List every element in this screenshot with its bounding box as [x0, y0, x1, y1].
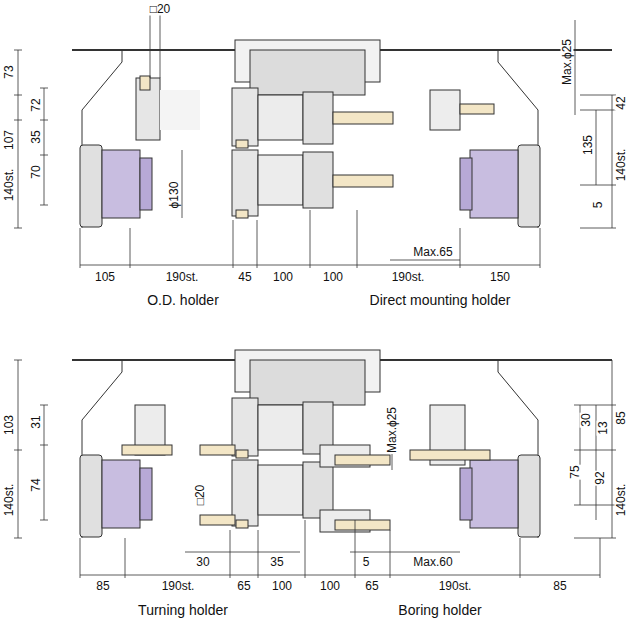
dimension-label: 190st. [438, 580, 473, 593]
dimension-label: 190st. [391, 271, 426, 284]
dimension-label: 35 [30, 129, 43, 144]
dimension-label: 135 [582, 134, 595, 156]
holder-caption: O.D. holder [146, 292, 220, 308]
dimension-label: 150 [489, 271, 511, 284]
dimension-label: 140st. [615, 483, 628, 518]
dimension-label: □20 [149, 3, 172, 16]
dimension-label: 73 [3, 64, 16, 79]
dimension-label: 13 [597, 420, 610, 435]
dimension-label: 30 [195, 556, 210, 569]
holder-caption: Direct mounting holder [369, 292, 512, 308]
dimension-label: 5 [592, 201, 605, 210]
dimension-label: 140st. [3, 168, 16, 203]
dimension-label: 65 [236, 580, 251, 593]
dimension-label: 31 [30, 414, 43, 429]
dimension-label: 85 [95, 580, 110, 593]
dimension-label: 140st. [3, 483, 16, 518]
dimension-label: 45 [237, 271, 252, 284]
machine-frame [72, 350, 612, 538]
dimension-label: 75 [569, 464, 582, 479]
dimension-label: 100 [322, 271, 344, 284]
dimension-label: 92 [594, 470, 607, 485]
dimension-label: Max.65 [412, 246, 453, 259]
dimension-label: 100 [319, 580, 341, 593]
dimension-label: 100 [271, 580, 293, 593]
dimension-label: 85 [552, 580, 567, 593]
dimension-label: 65 [364, 580, 379, 593]
holder-caption: Boring holder [397, 602, 482, 618]
dimension-label: ϕ130 [168, 181, 181, 210]
dimension-label: 140st. [615, 148, 628, 183]
dimension-label: 35 [269, 556, 284, 569]
dimension-lines [14, 14, 616, 578]
dimension-label: 85 [615, 410, 628, 425]
dimension-label: 70 [30, 164, 43, 179]
machine-frame [72, 40, 612, 228]
dimension-label: 74 [30, 477, 43, 492]
dimension-label: Max.60 [412, 556, 453, 569]
dimension-label: 105 [94, 271, 116, 284]
dimension-label: Max.ϕ25 [561, 38, 574, 86]
dimension-label: 190st. [165, 271, 200, 284]
dimension-label: 190st. [161, 580, 196, 593]
dimension-label: □20 [194, 484, 207, 507]
dimension-label: 100 [272, 271, 294, 284]
dimension-label: 5 [362, 556, 371, 569]
dimension-label: 107 [3, 129, 16, 151]
dimension-label: 72 [30, 97, 43, 112]
dimension-label: 103 [3, 414, 16, 436]
dimension-label: Max.ϕ25 [386, 406, 399, 454]
dimension-label: 30 [580, 412, 593, 427]
holder-caption: Turning holder [137, 602, 229, 618]
dimension-label: 42 [615, 95, 628, 110]
